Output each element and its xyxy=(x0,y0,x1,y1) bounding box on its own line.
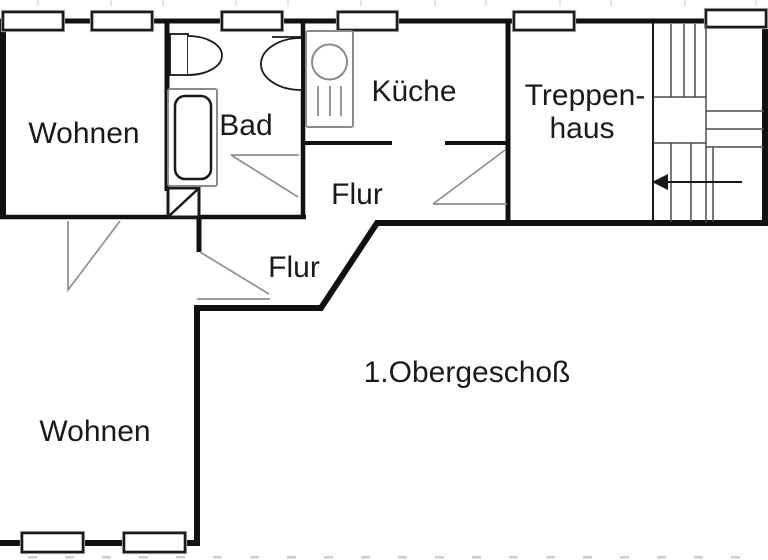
windows xyxy=(0,7,768,555)
stair-landing-lines xyxy=(653,96,706,144)
scan-artifact-dashes-bottom xyxy=(28,556,740,559)
door-swings xyxy=(67,149,507,300)
door-swing-icon-wohnen-lower xyxy=(197,251,270,300)
sink-drainer-lines xyxy=(317,86,342,116)
label-treppenhaus-line1: Treppen- xyxy=(525,79,646,112)
scan-artifact-ticks-top xyxy=(37,0,757,6)
window-icon xyxy=(219,9,285,33)
window-icon xyxy=(335,9,400,33)
label-flur-upper: Flur xyxy=(331,178,383,211)
label-flur-lower: Flur xyxy=(268,251,320,284)
window-icon xyxy=(19,530,86,555)
label-bad: Bad xyxy=(219,109,272,142)
window-icon xyxy=(703,7,768,30)
stair-treads-upper xyxy=(670,24,696,97)
label-treppenhaus-line2: haus xyxy=(549,112,614,145)
shaft-diagonal xyxy=(168,188,199,217)
shaft-icon xyxy=(166,186,201,219)
toilet-icon xyxy=(169,33,189,76)
stair-treads-right xyxy=(706,110,764,148)
room-labels: Wohnen Bad Küche Treppen- haus Flur Flur… xyxy=(28,75,645,448)
window-icon xyxy=(511,9,577,33)
label-kueche: Küche xyxy=(371,75,456,108)
label-wohnen-lower: Wohnen xyxy=(39,415,150,448)
window-icon xyxy=(121,530,188,555)
floor-title: 1.Obergeschoß xyxy=(364,356,571,389)
kitchen-sink-icon xyxy=(305,30,354,128)
label-wohnen-upper: Wohnen xyxy=(28,117,139,150)
washbasin-icon xyxy=(260,36,302,91)
bathtub-icon xyxy=(167,88,218,187)
staircase xyxy=(652,23,764,223)
toilet-bowl-icon xyxy=(187,35,223,76)
window-icon xyxy=(0,9,66,33)
stair-direction-arrow-icon xyxy=(652,174,742,190)
door-swing-icon-bad xyxy=(230,154,299,198)
window-icon xyxy=(89,9,155,33)
door-swing-icon-kueche xyxy=(432,149,507,205)
sink-basin xyxy=(311,43,348,81)
bad-fixtures xyxy=(167,33,302,187)
door-swing-icon-wohnen-upper xyxy=(67,220,121,293)
